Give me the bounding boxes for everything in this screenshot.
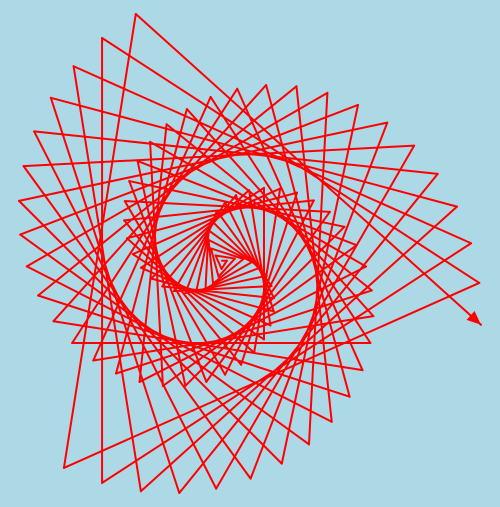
- spiral-segment: [134, 13, 482, 326]
- spiral-segment: [214, 254, 236, 260]
- turtle-arrowhead: [466, 310, 481, 325]
- spiral-segment: [204, 261, 254, 290]
- spiral-segment: [209, 247, 245, 260]
- spiral-segment: [101, 37, 481, 284]
- spiral-segment: [131, 253, 265, 341]
- spiral-segment: [139, 205, 458, 493]
- spiral-segment: [25, 265, 333, 423]
- spiral-segment: [207, 238, 215, 285]
- spiral-segment: [220, 259, 228, 270]
- spiral-segment: [217, 257, 236, 278]
- spiral-segment: [253, 187, 282, 354]
- spiral-segment: [212, 257, 245, 285]
- spiral-segment: [165, 123, 373, 292]
- spiral-segment: [236, 87, 364, 372]
- spiral-segment: [131, 187, 282, 256]
- spiral-segment: [62, 281, 481, 469]
- spiral-segment: [149, 189, 251, 280]
- spiral-segment: [149, 140, 164, 387]
- spiral-segment: [138, 123, 168, 383]
- spiral-segment: [161, 285, 275, 300]
- spiral-segment: [101, 242, 473, 484]
- spiral-segment: [37, 294, 351, 398]
- spiral-segment: [248, 189, 272, 327]
- spiral-segment: [71, 87, 239, 344]
- spiral-segment: [25, 91, 329, 268]
- spiral-segment: [214, 254, 223, 270]
- spiral-segment: [265, 84, 351, 398]
- spiral-segment: [52, 320, 364, 372]
- spiral-segment: [209, 95, 372, 344]
- spiral-segment: [49, 96, 458, 208]
- spiral-segment: [207, 238, 254, 264]
- spiral-segment: [295, 85, 333, 423]
- spiral-segment: [115, 108, 188, 375]
- spiral-segment: [123, 199, 315, 222]
- spiral-segment: [52, 84, 268, 323]
- spiral-segment: [72, 65, 142, 493]
- spiral-segment: [307, 91, 329, 446]
- spiral-segment: [209, 247, 220, 278]
- spiral-segment: [149, 140, 368, 268]
- spiral-segment: [149, 277, 275, 313]
- spiral-segment: [62, 13, 137, 469]
- spiral-segment: [115, 289, 373, 375]
- spiral-segment: [72, 65, 473, 245]
- spiral-lines: [18, 13, 482, 494]
- spiral-segment: [138, 265, 368, 383]
